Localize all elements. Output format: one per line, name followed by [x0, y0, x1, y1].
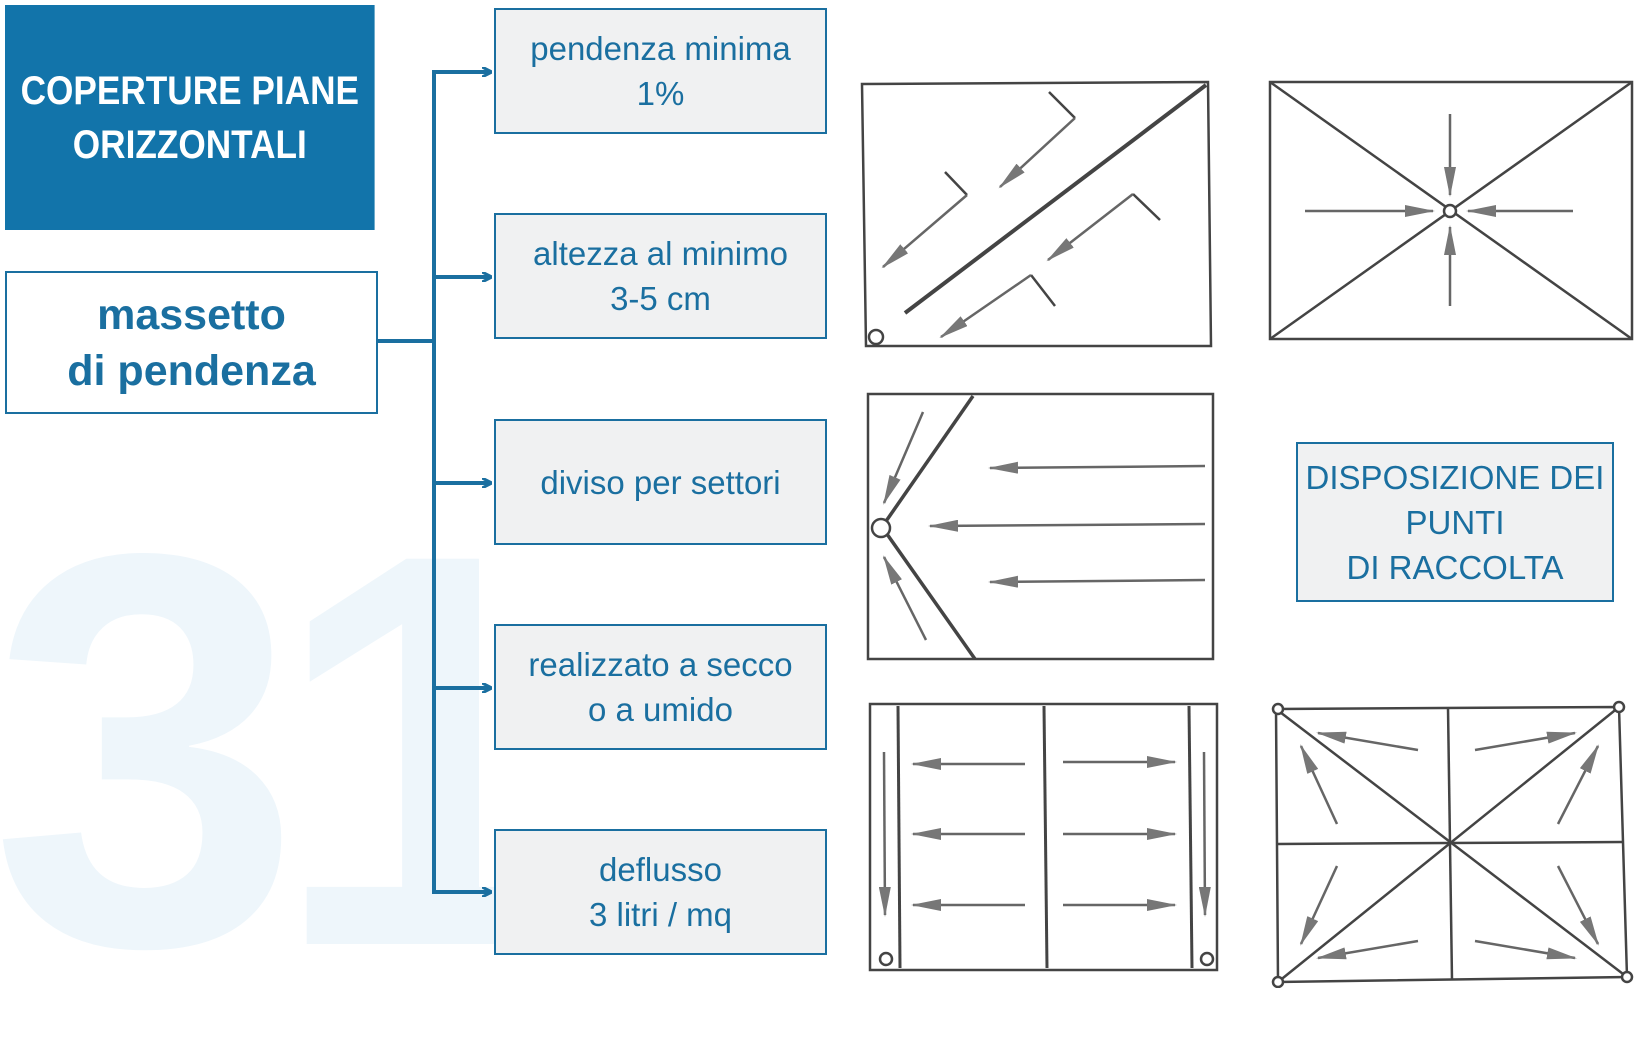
- property-line: 1%: [636, 75, 685, 112]
- property-line: 3-5 cm: [610, 280, 711, 317]
- label-line: PUNTI: [1405, 503, 1505, 541]
- property-line: 3 litri / mq: [588, 896, 733, 933]
- property-box-deflusso: deflusso 3 litri / mq: [494, 829, 827, 955]
- drawing-two-gutters: [868, 702, 1219, 972]
- property-line: diviso per settori: [540, 463, 781, 501]
- property-line: realizzato a secco: [528, 646, 793, 683]
- title-line-2: ORIZZONTALI: [72, 122, 307, 167]
- drainage-drawings: [860, 80, 1634, 988]
- title-line-1: COPERTURE PIANE: [20, 68, 359, 113]
- collection-points-label: DISPOSIZIONE DEI PUNTI DI RACCOLTA: [1296, 442, 1614, 602]
- drawing-side-drain: [866, 392, 1215, 661]
- property-box-altezza: altezza al minimo 3-5 cm: [494, 213, 827, 339]
- drawing-diagonal-slope: [860, 80, 1213, 348]
- main-line-2: di pendenza: [67, 346, 316, 395]
- drawing-corner-drains: [1271, 700, 1634, 988]
- property-line: pendenza minima: [530, 30, 791, 67]
- property-line: altezza al minimo: [533, 235, 788, 272]
- property-box-secco-umido: realizzato a secco o a umido: [494, 624, 827, 750]
- title-box: COPERTURE PIANE ORIZZONTALI: [5, 5, 375, 230]
- main-line-1: massetto: [97, 290, 286, 339]
- main-concept-box: massetto di pendenza: [5, 271, 378, 414]
- label-line: DI RACCOLTA: [1346, 548, 1564, 586]
- connector-lines: [376, 0, 1642, 988]
- property-line: deflusso: [599, 851, 722, 888]
- background-number-31: 31: [0, 437, 583, 1063]
- property-box-settori: diviso per settori: [494, 419, 827, 545]
- property-box-pendenza: pendenza minima 1%: [494, 8, 827, 134]
- drawing-central-drain: [1268, 80, 1634, 341]
- property-line: o a umido: [588, 691, 733, 728]
- label-line: DISPOSIZIONE DEI: [1305, 458, 1605, 496]
